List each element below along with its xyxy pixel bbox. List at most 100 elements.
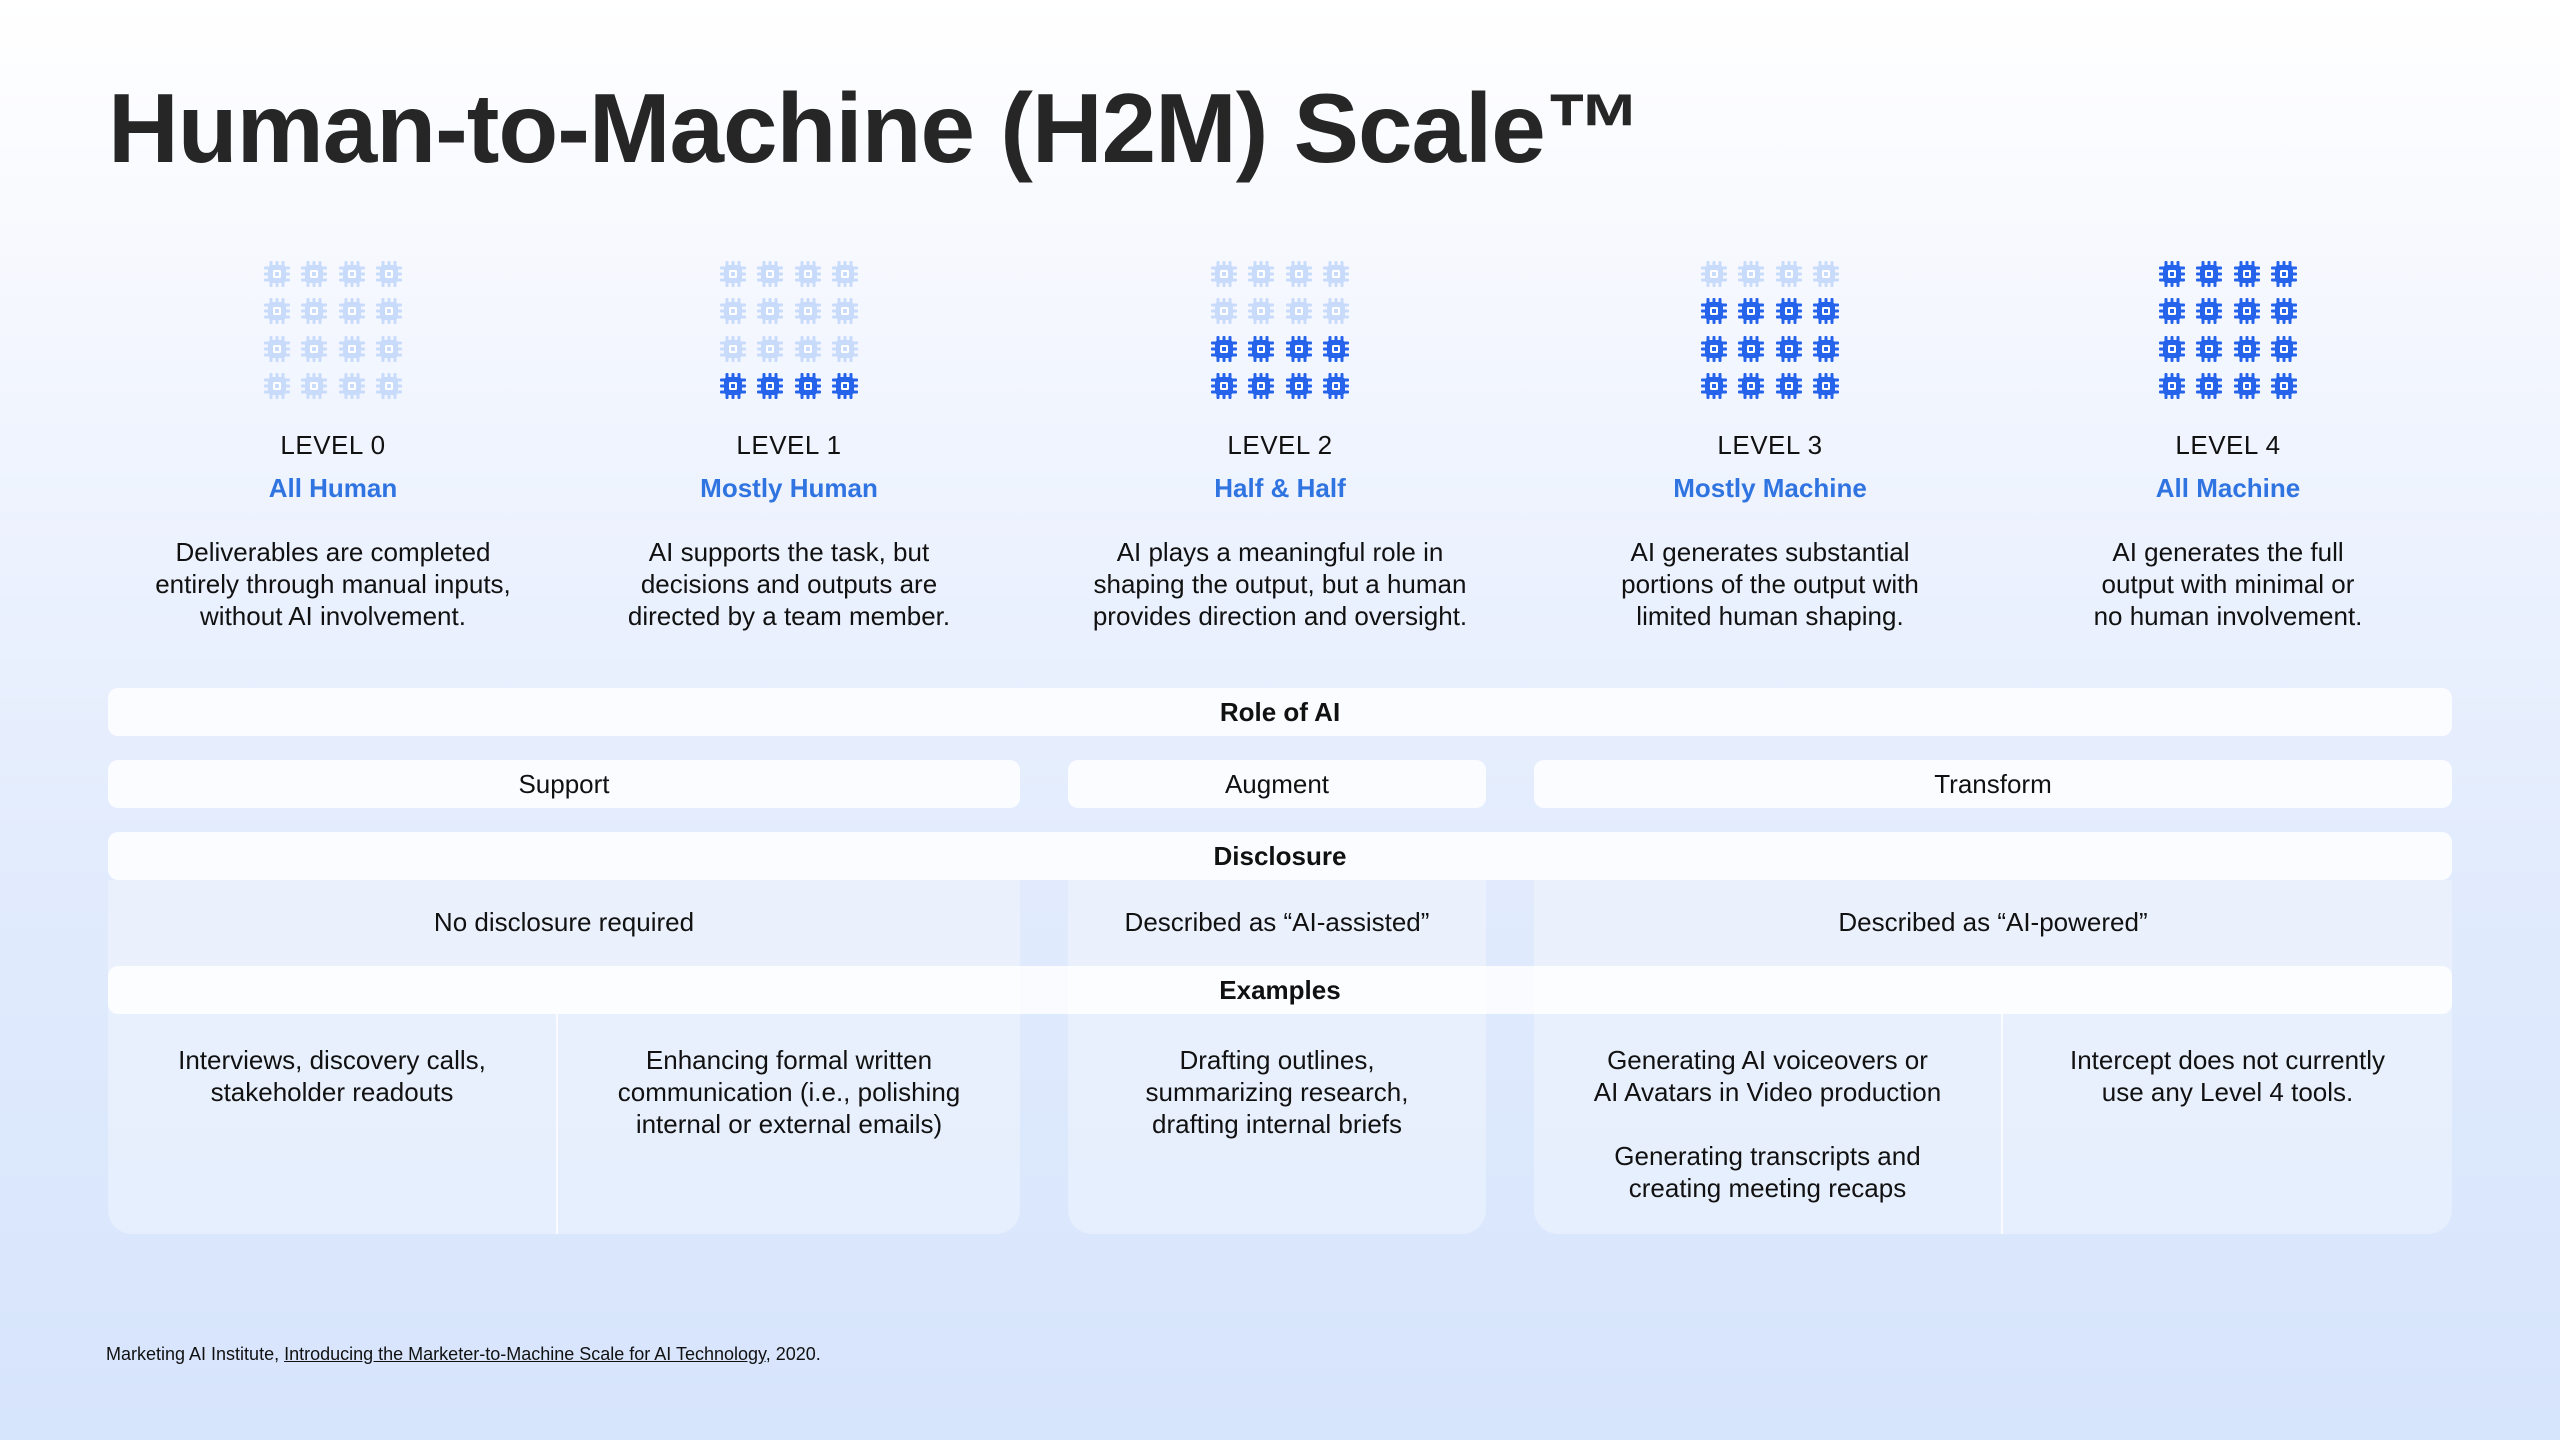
example-line: Drafting outlines, (1179, 1045, 1375, 1075)
level-description-line: provides direction and oversight. (1092, 601, 1468, 631)
ai-chip-icon-active (1812, 372, 1840, 400)
ai-chip-icon-active (1247, 372, 1275, 400)
level-2-column: LEVEL 2 Half & Half AI plays a meaningfu… (1060, 260, 1500, 632)
ai-chip-icon-active (2270, 297, 2298, 325)
chip-grid-icon (719, 260, 859, 400)
ai-chip-icon-inactive (794, 335, 822, 363)
example-line: Generating transcripts and (1614, 1141, 1921, 1171)
level-description: AI generates substantial portions of the… (1550, 536, 1990, 632)
source-link[interactable]: Introducing the Marketer-to-Machine Scal… (284, 1344, 766, 1364)
ai-chip-icon-active (1737, 297, 1765, 325)
ai-chip-icon-active (1700, 297, 1728, 325)
ai-chip-icon-active (2233, 372, 2261, 400)
disclosure-support: No disclosure required (433, 907, 695, 937)
ai-chip-icon-active (831, 372, 859, 400)
ai-chip-icon-inactive (1322, 260, 1350, 288)
example-line: Enhancing formal written (645, 1045, 933, 1075)
chip-grid-icon (2158, 260, 2298, 400)
examples-level-4: Intercept does not currently use any Lev… (2003, 1044, 2452, 1108)
ai-chip-icon-inactive (338, 372, 366, 400)
ai-chip-icon-inactive (338, 260, 366, 288)
ai-chip-icon-inactive (831, 297, 859, 325)
level-name: Mostly Human (700, 473, 878, 503)
ai-chip-icon-inactive (794, 260, 822, 288)
disclosure-augment: Described as “AI-assisted” (1124, 907, 1430, 937)
ai-chip-icon-active (2233, 260, 2261, 288)
ai-chip-icon-inactive (719, 335, 747, 363)
level-label: LEVEL 1 (736, 430, 842, 460)
ai-chip-icon-active (719, 372, 747, 400)
level-description-line: limited human shaping. (1636, 601, 1904, 631)
level-description: AI generates the full output with minima… (2008, 536, 2448, 632)
level-name: Half & Half (1214, 473, 1346, 503)
level-description: AI plays a meaningful role in shaping th… (1060, 536, 1500, 632)
transform-panel (1534, 880, 2452, 1234)
ai-chip-icon-active (1700, 335, 1728, 363)
ai-chip-icon-active (1775, 335, 1803, 363)
ai-chip-icon-active (1775, 372, 1803, 400)
ai-chip-icon-inactive (375, 297, 403, 325)
ai-chip-icon-active (1285, 335, 1313, 363)
ai-chip-icon-active (2270, 372, 2298, 400)
ai-chip-icon-inactive (263, 260, 291, 288)
examples-heading: Examples (108, 966, 2452, 1014)
ai-chip-icon-inactive (263, 297, 291, 325)
ai-chip-icon-inactive (1247, 297, 1275, 325)
level-description-line: AI plays a meaningful role in (1116, 537, 1444, 567)
ai-chip-icon-active (794, 372, 822, 400)
disclosure-heading: Disclosure (108, 832, 2452, 880)
page-title: Human-to-Machine (H2M) Scale™ (108, 73, 1643, 183)
ai-chip-icon-active (1812, 335, 1840, 363)
ai-chip-icon-inactive (263, 335, 291, 363)
example-line (1534, 1108, 2001, 1140)
role-augment: Augment (1068, 760, 1486, 808)
examples-level-2: Drafting outlines, summarizing research,… (1068, 1044, 1486, 1140)
ai-chip-icon-inactive (1285, 297, 1313, 325)
level-description-line: AI supports the task, but (648, 537, 930, 567)
role-support: Support (108, 760, 1020, 808)
examples-level-1: Enhancing formal written communication (… (558, 1044, 1020, 1140)
ai-chip-icon-inactive (719, 297, 747, 325)
example-line: Generating AI voiceovers or (1607, 1045, 1928, 1075)
ai-chip-icon-inactive (338, 297, 366, 325)
augment-panel (1068, 880, 1486, 1234)
level-name: Mostly Machine (1673, 473, 1867, 503)
ai-chip-icon-active (1812, 297, 1840, 325)
ai-chip-icon-active (2195, 260, 2223, 288)
ai-chip-icon-active (2195, 335, 2223, 363)
ai-chip-icon-active (2158, 260, 2186, 288)
disclosure-transform: Described as “AI-powered” (1838, 907, 2148, 937)
ai-chip-icon-active (756, 372, 784, 400)
example-line: internal or external emails) (635, 1109, 943, 1139)
ai-chip-icon-active (2158, 335, 2186, 363)
examples-level-0: Interviews, discovery calls, stakeholder… (108, 1044, 556, 1108)
level-description: Deliverables are completed entirely thro… (113, 536, 553, 632)
footnote-prefix: Marketing AI Institute, (106, 1344, 285, 1364)
ai-chip-icon-inactive (300, 260, 328, 288)
example-line: summarizing research, (1145, 1077, 1409, 1107)
ai-chip-icon-inactive (831, 260, 859, 288)
ai-chip-icon-inactive (756, 335, 784, 363)
level-description-line: without AI involvement. (200, 601, 466, 631)
support-panel (108, 880, 1020, 1234)
level-description-line: directed by a team member. (627, 601, 951, 631)
example-line: Interviews, discovery calls, (178, 1045, 486, 1075)
ai-chip-icon-active (1737, 372, 1765, 400)
example-line: Intercept does not currently (2069, 1045, 2386, 1075)
level-description: AI supports the task, but decisions and … (569, 536, 1009, 632)
ai-chip-icon-active (1737, 335, 1765, 363)
ai-chip-icon-inactive (1812, 260, 1840, 288)
ai-chip-icon-active (2233, 335, 2261, 363)
chip-grid-icon (263, 260, 403, 400)
ai-chip-icon-active (2158, 372, 2186, 400)
ai-chip-icon-inactive (794, 297, 822, 325)
ai-chip-icon-active (2195, 297, 2223, 325)
level-description-line: portions of the output with (1621, 569, 1919, 599)
ai-chip-icon-inactive (1247, 260, 1275, 288)
ai-chip-icon-active (1285, 372, 1313, 400)
example-line: creating meeting recaps (1628, 1173, 1907, 1203)
level-description-line: output with minimal or (2101, 569, 2355, 599)
ai-chip-icon-active (2158, 297, 2186, 325)
ai-chip-icon-inactive (375, 260, 403, 288)
example-line: drafting internal briefs (1151, 1109, 1403, 1139)
